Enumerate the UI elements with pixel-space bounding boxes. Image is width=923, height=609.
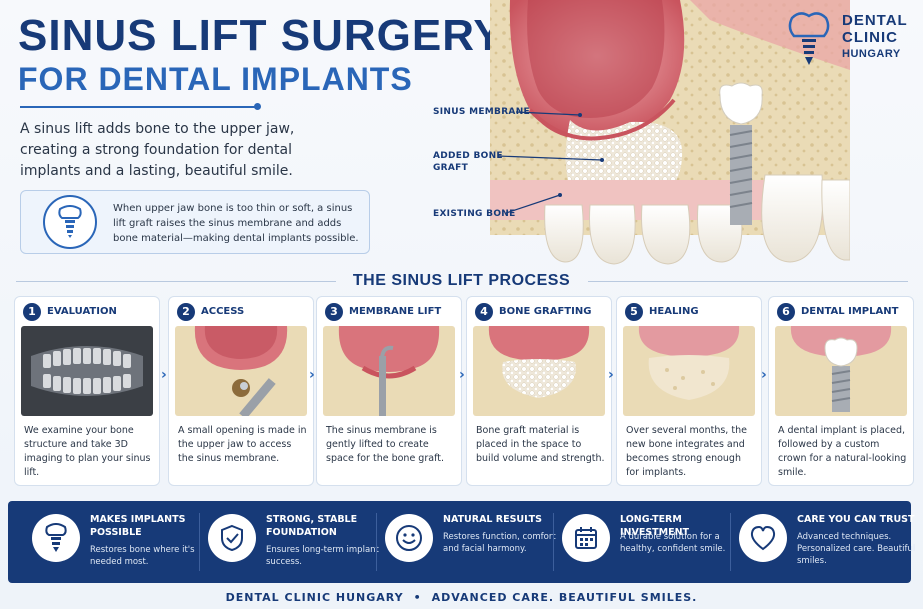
sinus-anatomy-illustration: SINUS MEMBRANE ADDED BONE GRAFT EXISTING… <box>430 0 851 265</box>
step-title: ACCESS <box>201 306 245 317</box>
callout-text: When upper jaw bone is too thin or soft,… <box>113 203 359 244</box>
footer-tagline: DENTAL CLINIC HUNGARY • ADVANCED CARE. BEA… <box>0 591 923 604</box>
logo-line1: DENTAL <box>842 12 908 29</box>
process-title-line-right <box>588 281 908 282</box>
benefit-strong-stable-foundation: STRONG, STABLE FOUNDATION Ensures long-t… <box>208 501 379 583</box>
healing-illustration <box>623 326 755 416</box>
benefit-title: CARE YOU CAN TRUST <box>797 514 915 525</box>
label-sinus-membrane: SINUS MEMBRANE <box>433 107 530 117</box>
implant-icon <box>32 514 80 562</box>
step-number: 1 <box>23 303 41 321</box>
step-number: 2 <box>177 303 195 321</box>
process-title-line-left <box>16 281 336 282</box>
calendar-icon <box>562 514 610 562</box>
benefit-natural-results: NATURAL RESULTS Restores function, comfo… <box>385 501 556 583</box>
footer-brand: DENTAL CLINIC HUNGARY <box>225 591 404 604</box>
implant-illustration <box>775 326 907 416</box>
benefit-care-you-can-trust: CARE YOU CAN TRUST Advanced techniques. … <box>739 501 915 583</box>
title-divider-dot <box>254 103 261 110</box>
label-graft-line2: GRAFT <box>433 163 469 173</box>
chevron-right-icon: › <box>309 367 315 383</box>
intro-text: A sinus lift adds bone to the upper jaw,… <box>20 121 295 179</box>
footer-separator: • <box>413 591 422 604</box>
step-card-evaluation: 1 EVALUATION We examine your bone struct… <box>14 296 160 486</box>
smile-icon <box>385 514 433 562</box>
step-card-access: 2 ACCESS A small opening is made in the … <box>168 296 314 486</box>
step-card-membrane-lift: 3 MEMBRANE LIFT The sinus membrane is ge… <box>316 296 462 486</box>
membrane-lift-illustration <box>323 326 455 416</box>
benefit-title: LONG-TERM INVESTMENT <box>620 514 690 538</box>
logo-line3: HUNGARY <box>842 48 901 60</box>
logo-line2: CLINIC <box>842 29 898 46</box>
chevron-right-icon: › <box>161 367 167 383</box>
step-card-healing: 5 HEALING Over several months, the new b… <box>616 296 762 486</box>
step-description: Bone graft material is placed in the spa… <box>476 425 605 464</box>
heart-icon <box>739 514 787 562</box>
step-title: HEALING <box>649 306 699 317</box>
access-illustration <box>175 326 307 416</box>
page-subtitle: FOR DENTAL IMPLANTS <box>18 61 413 97</box>
clinic-logo: DENTAL CLINIC HUNGARY <box>786 10 916 70</box>
divider <box>199 513 200 571</box>
benefit-desc: Restores bone where it's needed most. <box>90 545 195 567</box>
divider <box>553 513 554 571</box>
benefit-desc: Advanced techniques. Personalized care. … <box>797 532 916 566</box>
label-added-bone-graft: ADDED BONE GRAFT <box>433 150 503 174</box>
shield-check-icon <box>208 514 256 562</box>
benefits-banner: MAKES IMPLANTS POSSIBLE Restores bone wh… <box>8 501 915 583</box>
step-number: 6 <box>777 303 795 321</box>
step-description: A small opening is made in the upper jaw… <box>178 425 307 464</box>
process-title: THE SINUS LIFT PROCESS <box>352 272 571 289</box>
benefit-long-term-investment: LONG-TERM INVESTMENT A durable solution … <box>562 501 732 583</box>
bone-grafting-illustration <box>473 326 605 416</box>
step-description: We examine your bone structure and take … <box>24 425 151 478</box>
benefit-title: STRONG, STABLE FOUNDATION <box>266 514 358 538</box>
benefit-desc: Ensures long-term implant success. <box>266 545 379 567</box>
step-title: BONE GRAFTING <box>499 306 592 317</box>
step-number: 5 <box>625 303 643 321</box>
step-title: DENTAL IMPLANT <box>801 306 899 317</box>
benefit-title: NATURAL RESULTS <box>443 514 542 525</box>
step-title: MEMBRANE LIFT <box>349 306 442 317</box>
divider <box>376 513 377 571</box>
benefit-title: MAKES IMPLANTS POSSIBLE <box>90 514 186 538</box>
chevron-right-icon: › <box>459 367 465 383</box>
step-card-bone-grafting: 4 BONE GRAFTING Bone graft material is p… <box>466 296 612 486</box>
benefit-desc: A durable solution for a healthy, confid… <box>620 532 726 554</box>
benefit-makes-implants-possible: MAKES IMPLANTS POSSIBLE Restores bone wh… <box>32 501 202 583</box>
step-description: The sinus membrane is gently lifted to c… <box>326 425 444 464</box>
page-title: SINUS LIFT SURGERY <box>18 11 504 60</box>
divider <box>730 513 731 571</box>
step-card-dental-implant: 6 DENTAL IMPLANT A dental implant is pla… <box>768 296 914 486</box>
info-callout: When upper jaw bone is too thin or soft,… <box>20 190 370 254</box>
implant-icon <box>43 195 97 249</box>
step-description: A dental implant is placed, followed by … <box>778 425 907 478</box>
label-graft-line1: ADDED BONE <box>433 151 503 161</box>
title-divider <box>20 106 256 108</box>
chevron-right-icon: › <box>608 367 614 383</box>
benefit-desc: Restores function, comfort and facial ha… <box>443 532 556 554</box>
step-number: 4 <box>475 303 493 321</box>
chevron-right-icon: › <box>761 367 767 383</box>
tooth-logo-icon <box>788 12 830 65</box>
label-existing-bone: EXISTING BONE <box>433 209 516 219</box>
step-description: Over several months, the new bone integr… <box>626 425 747 478</box>
step-number: 3 <box>325 303 343 321</box>
xray-image <box>21 326 153 416</box>
step-title: EVALUATION <box>47 306 117 317</box>
footer-slogan: ADVANCED CARE. BEAUTIFUL SMILES. <box>431 591 698 604</box>
